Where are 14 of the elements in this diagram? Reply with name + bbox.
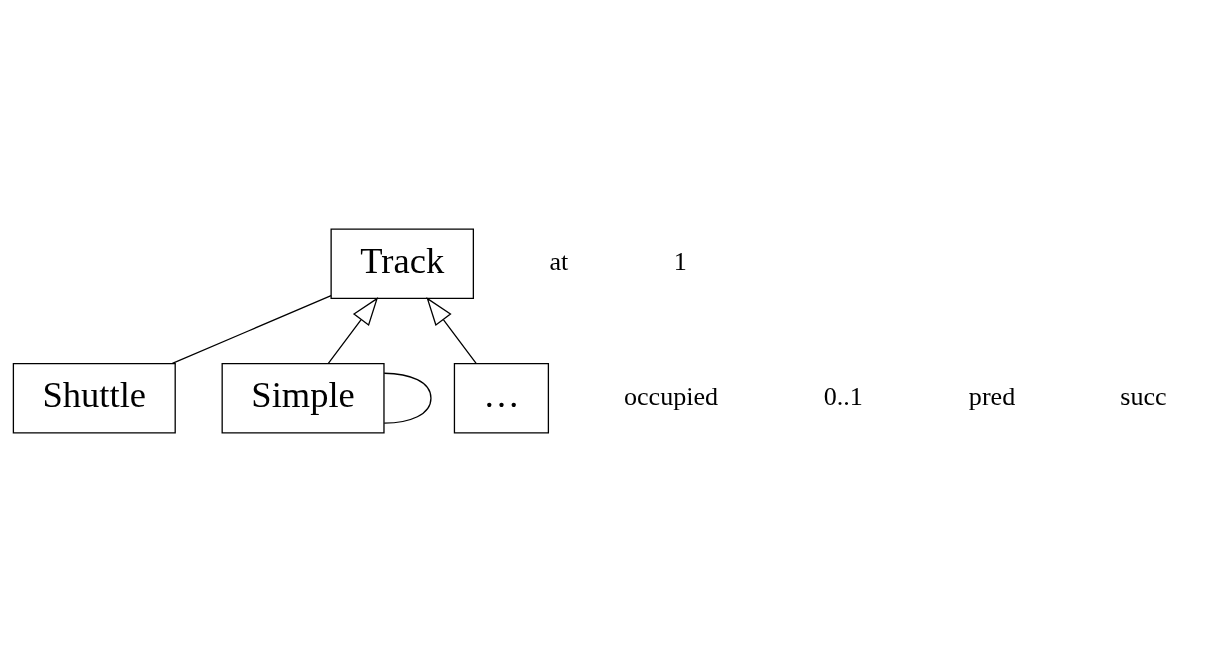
node-box: Shuttle bbox=[12, 362, 176, 433]
node-box: Simple bbox=[221, 362, 385, 433]
label: 1 bbox=[673, 246, 687, 276]
label: pred bbox=[968, 381, 1016, 411]
label: succ bbox=[1120, 381, 1167, 411]
arrow bbox=[426, 296, 477, 364]
connector bbox=[383, 372, 432, 424]
arrow bbox=[327, 296, 379, 364]
node-box: Track bbox=[330, 228, 474, 299]
connector bbox=[171, 294, 332, 364]
label: at bbox=[549, 246, 569, 276]
label: 0..1 bbox=[823, 381, 863, 411]
node-box: … bbox=[453, 362, 550, 433]
label: occupied bbox=[623, 381, 719, 411]
